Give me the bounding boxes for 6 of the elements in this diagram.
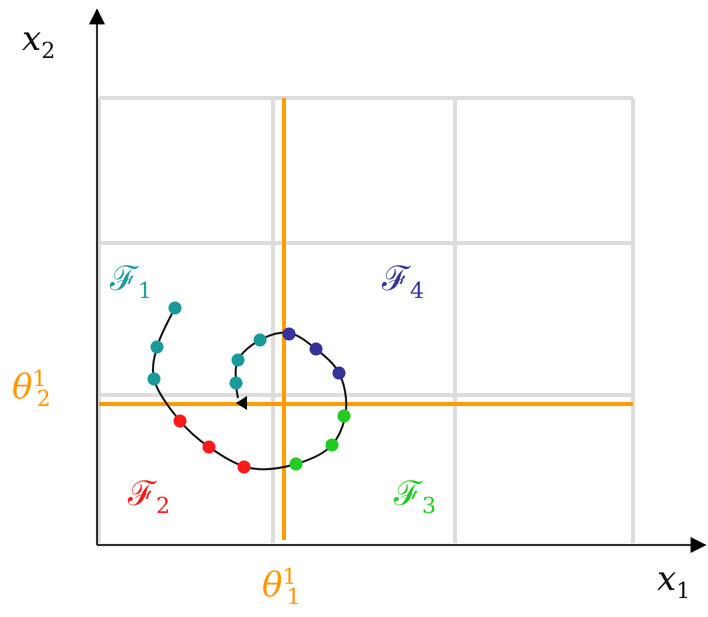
region-label: ℱ$_{1}$: [110, 262, 152, 302]
axis-label: x$_{1}$: [657, 562, 690, 602]
axis-label: x$_{2}$: [22, 22, 56, 62]
region-label: ℱ$_{4}$: [382, 262, 424, 302]
region-label: ℱ$_{2}$: [128, 477, 170, 517]
region-label: ℱ$_{3}$: [394, 477, 436, 517]
